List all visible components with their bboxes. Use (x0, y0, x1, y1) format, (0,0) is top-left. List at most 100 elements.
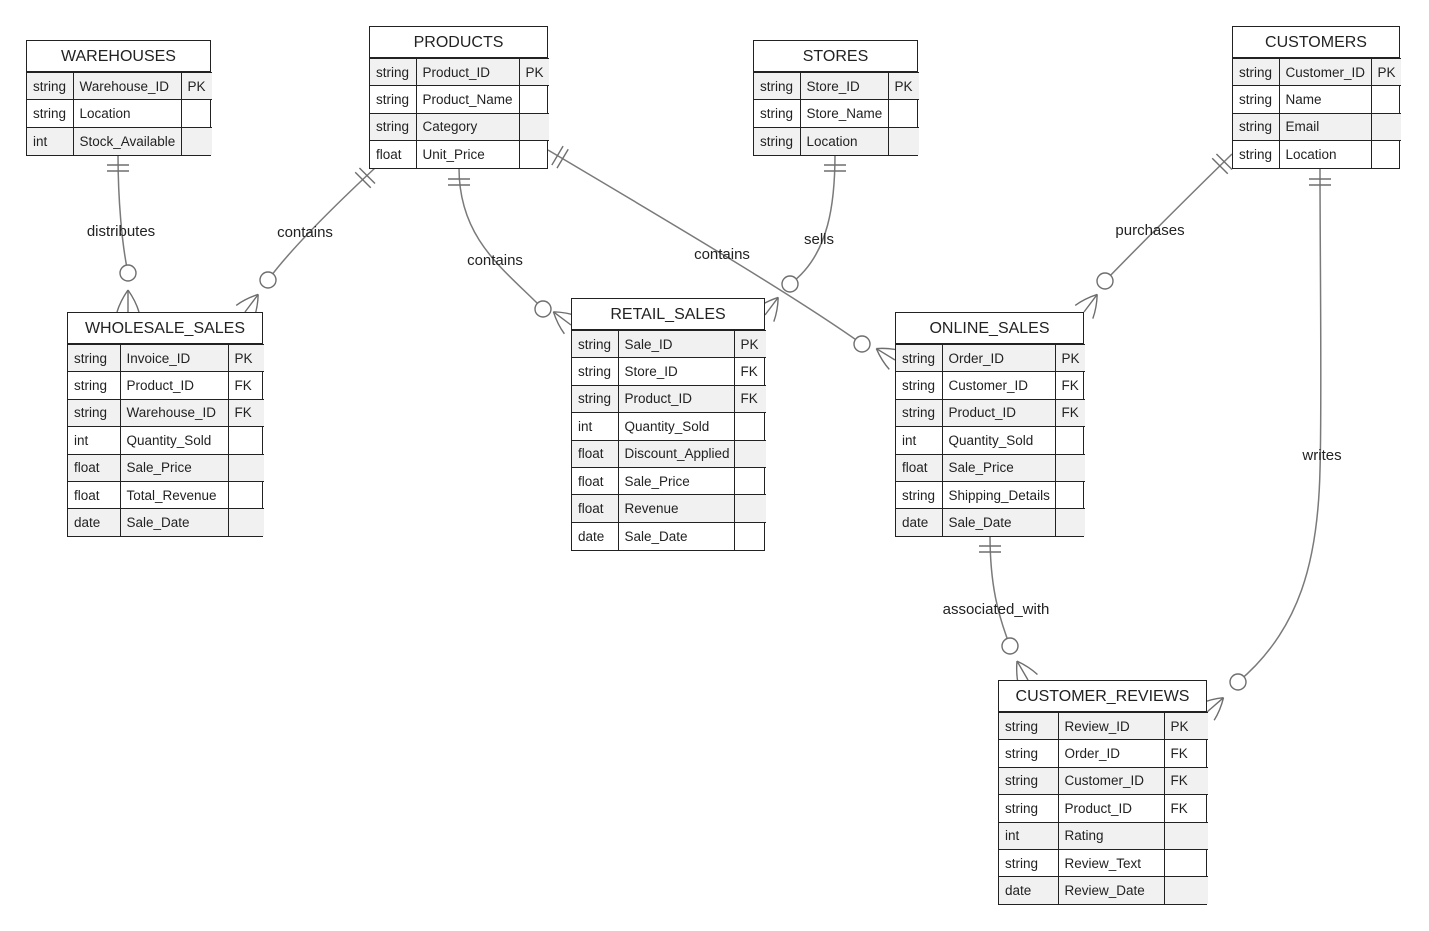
attribute-key (1163, 876, 1208, 905)
attribute-name: Category (415, 112, 520, 142)
attribute-key: FK (733, 357, 766, 386)
attribute-key: FK (1163, 766, 1208, 796)
attribute-type: string (754, 71, 801, 101)
attribute-name: Store_ID (799, 71, 889, 101)
attribute-name: Sale_Date (119, 508, 229, 537)
attribute-name: Sale_Date (617, 521, 735, 550)
attribute-name: Sale_Date (941, 508, 1056, 537)
entity-title: WAREHOUSES (27, 41, 210, 72)
attribute-key: PK (733, 329, 766, 359)
attribute-type: string (896, 398, 943, 428)
attribute-name: Sale_Price (119, 453, 229, 482)
attribute-type: string (999, 711, 1059, 741)
attribute-type: string (1233, 112, 1280, 142)
attribute-name: Location (72, 99, 182, 128)
relationship-warehouses-wholesale-sales[interactable]: distributes (87, 153, 155, 313)
attribute-type: date (572, 521, 619, 550)
attribute-type: string (68, 371, 121, 400)
attribute-key: PK (227, 343, 264, 373)
attribute-name: Review_Text (1057, 848, 1165, 878)
attribute-type: float (572, 466, 619, 496)
relationship-line (789, 153, 836, 285)
attribute-name: Product_Name (415, 85, 520, 114)
attribute-type: string (754, 126, 801, 155)
attribute-type: float (370, 140, 417, 169)
attribute-key (227, 508, 264, 537)
cardinality-many-prong (127, 289, 140, 313)
relationship-label: associated_with (943, 601, 1050, 618)
attribute-name: Order_ID (941, 343, 1056, 373)
attribute-name: Rating (1057, 821, 1165, 850)
relationship-label: writes (1301, 447, 1341, 464)
attribute-name: Customer_ID (1278, 57, 1372, 87)
cardinality-many-prong (1016, 660, 1038, 676)
relationship-products-wholesale-sales[interactable]: contains (235, 167, 376, 319)
relationship-label: contains (694, 246, 750, 263)
entity-title: CUSTOMERS (1233, 27, 1399, 58)
attribute-type: string (999, 848, 1059, 878)
relationship-customers-customer-reviews[interactable]: writes (1199, 167, 1342, 721)
relationship-label: distributes (87, 223, 155, 240)
cardinality-one-bar (1211, 157, 1229, 175)
attribute-name: Order_ID (1057, 739, 1165, 768)
attribute-key (733, 412, 766, 441)
attribute-name: Sale_Price (617, 466, 735, 496)
relationship-products-retail-sales[interactable]: contains (448, 167, 578, 335)
attribute-key (1054, 453, 1085, 482)
cardinality-many-prong (1016, 660, 1029, 681)
attribute-name: Discount_Applied (617, 439, 735, 468)
relationship-label: sells (804, 231, 834, 248)
attribute-key (887, 126, 919, 155)
attribute-key: PK (887, 71, 919, 101)
attribute-type: string (896, 480, 943, 510)
relationship-stores-retail-sales[interactable]: sells (755, 153, 846, 322)
attribute-name: Email (1278, 112, 1372, 142)
attribute-type: string (1233, 85, 1280, 114)
attribute-key (887, 99, 919, 128)
cardinality-zero-circle (781, 275, 799, 293)
attribute-name: Sale_ID (617, 329, 735, 359)
cardinality-zero-circle (1229, 673, 1247, 691)
entity-title: WHOLESALE_SALES (68, 313, 262, 344)
attribute-key: PK (1054, 343, 1085, 373)
attribute-name: Warehouse_ID (72, 71, 182, 101)
attribute-type: int (68, 426, 121, 455)
relationship-label: contains (277, 224, 333, 241)
cardinality-zero-circle (853, 335, 871, 353)
attribute-key: PK (1370, 57, 1401, 87)
cardinality-many-prong (875, 347, 896, 361)
attribute-name: Shipping_Details (941, 480, 1056, 510)
attribute-name: Quantity_Sold (617, 412, 735, 441)
attribute-name: Product_ID (941, 398, 1056, 428)
attribute-type: string (572, 357, 619, 386)
relationship-line (458, 167, 544, 310)
relationship-online-sales-customer-reviews[interactable]: associated_with (943, 534, 1050, 686)
relationship-customers-online-sales[interactable]: purchases (1074, 153, 1233, 319)
